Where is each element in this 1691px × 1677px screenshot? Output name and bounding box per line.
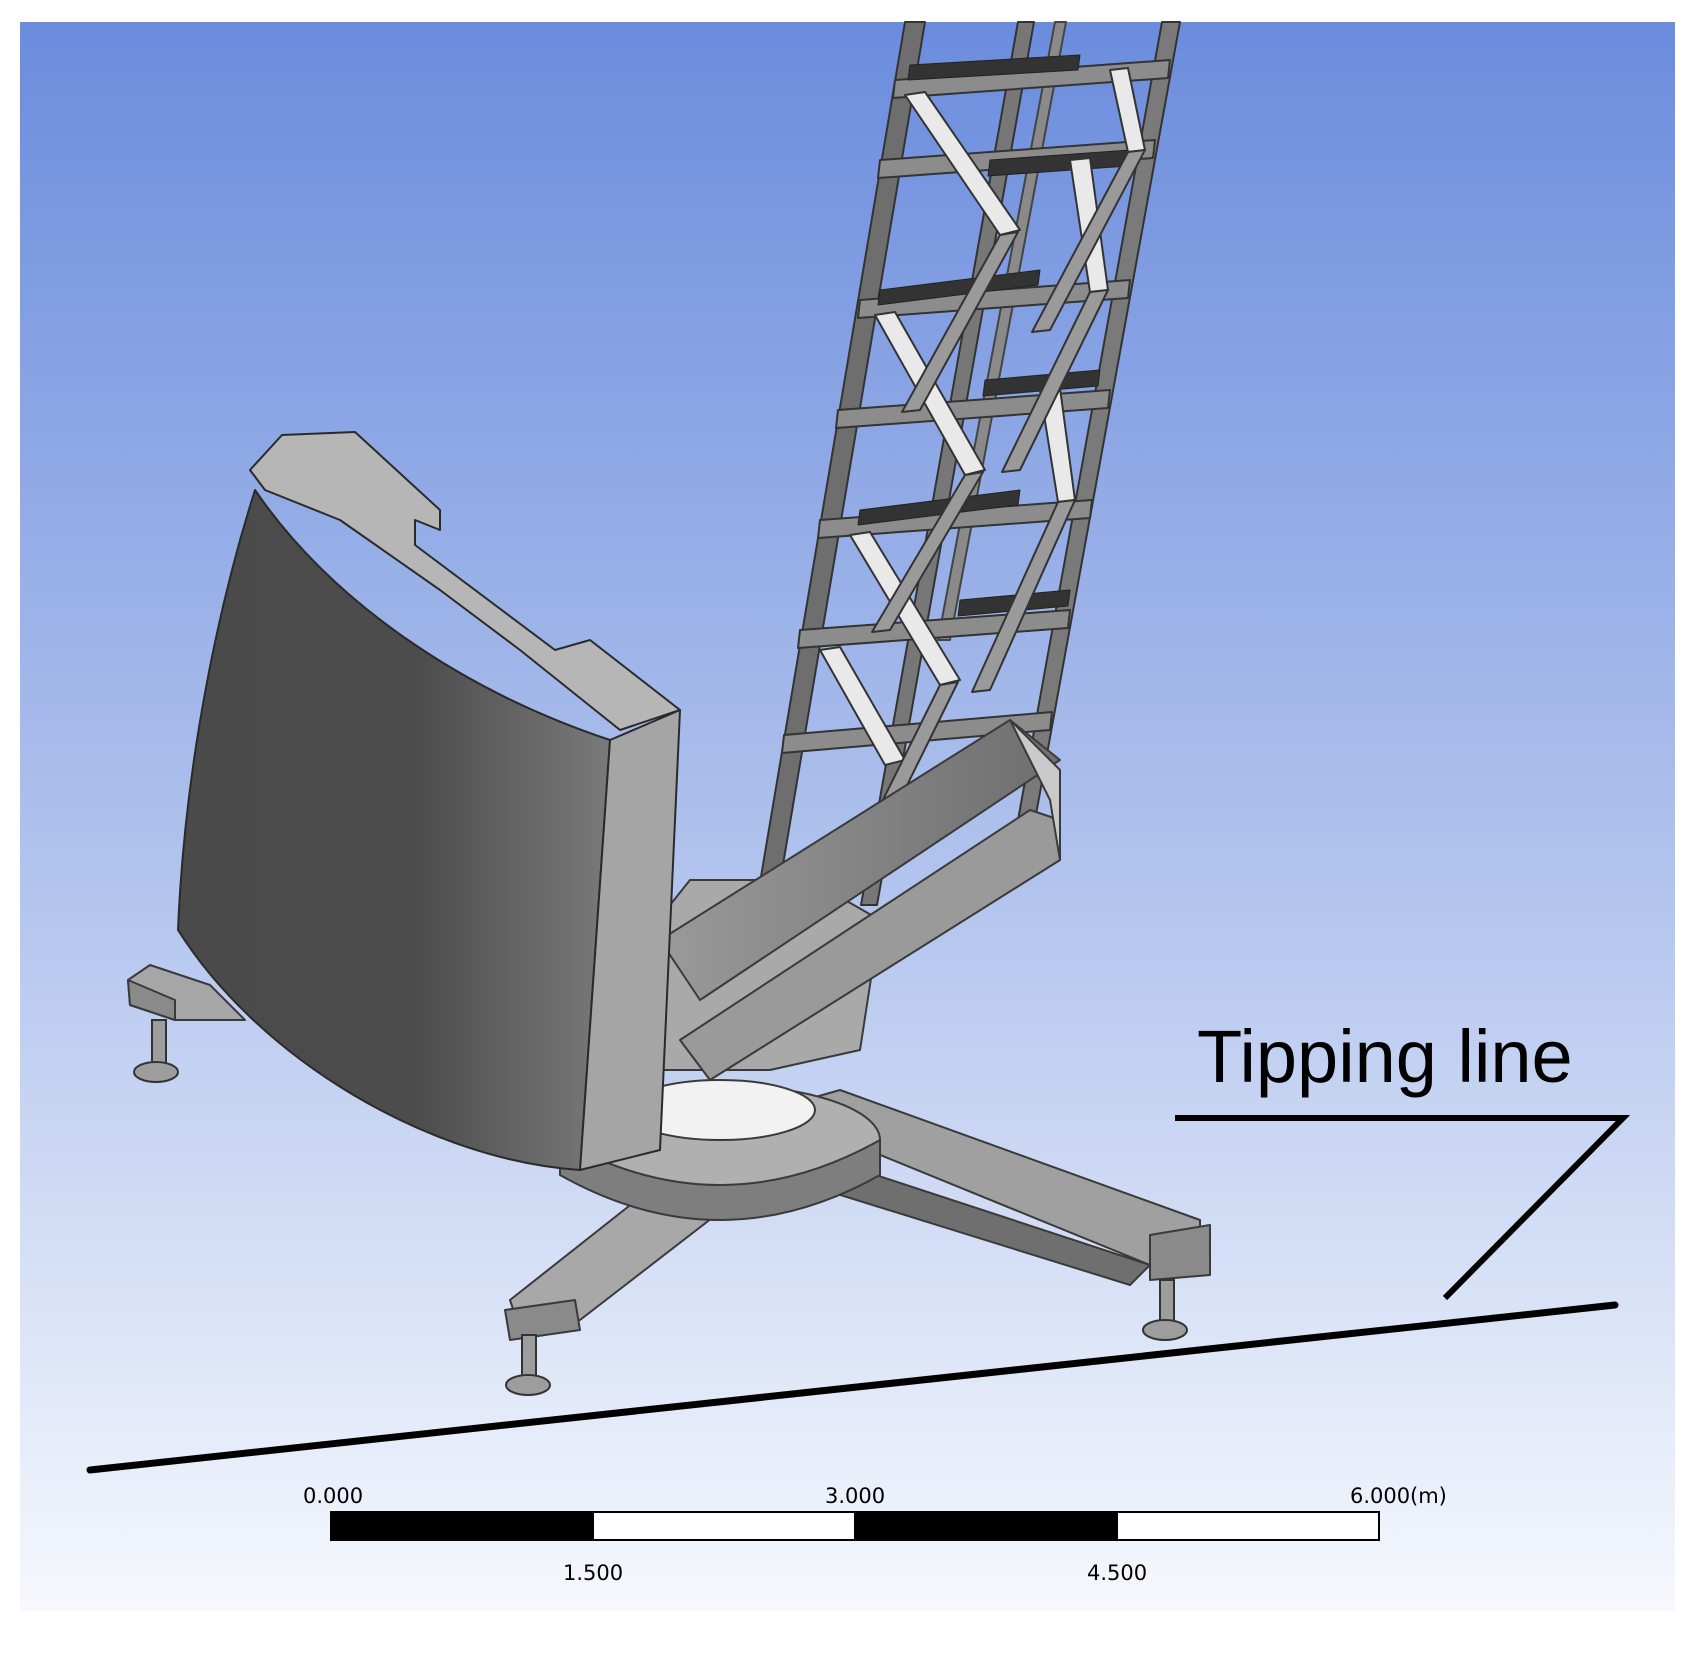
scale-label-0: 0.000 [303,1484,363,1508]
scale-unit: (m) [1410,1484,1447,1508]
scale-label-1-5: 1.500 [563,1561,623,1585]
scale-label-6: 6.000 [1350,1484,1410,1508]
outrigger-feet [133,1019,1188,1396]
counterweight [177,431,681,1171]
scale-label-3: 3.000 [825,1484,885,1508]
scale-bar: 0.000 3.000 6.000 (m) 1.500 4.500 [303,1484,1447,1585]
tipping-line [86,1301,1619,1474]
boom-lattice [751,21,1181,931]
callout-leader [1175,1115,1631,1301]
slewing-base [127,719,1211,1341]
callout-label: Tipping line [1197,1015,1573,1098]
scale-label-4-5: 4.500 [1087,1561,1147,1585]
